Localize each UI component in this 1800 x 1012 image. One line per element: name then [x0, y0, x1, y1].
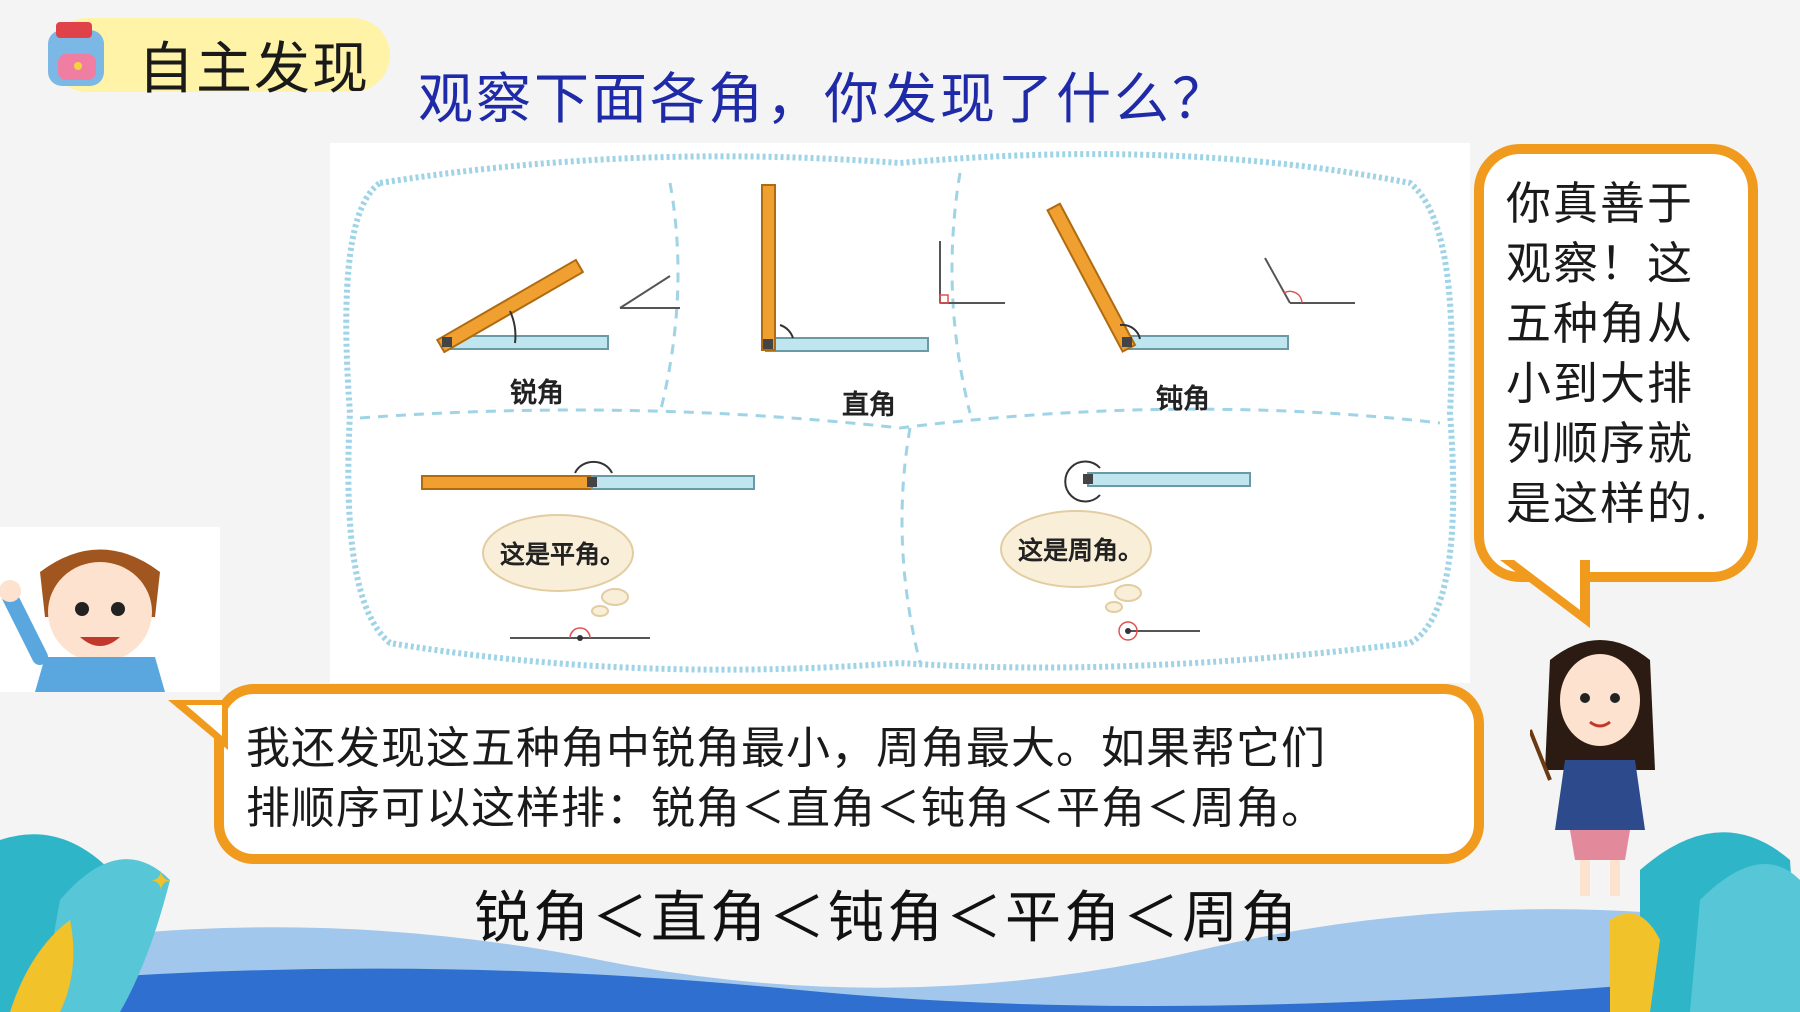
- angles-figure: 锐角 直角 钝角 这是平角。 这是周角。: [330, 143, 1470, 683]
- full-angle-label: 这是周角。: [1018, 536, 1144, 565]
- boy-character: [0, 527, 220, 692]
- right-angle-label: 直角: [842, 390, 896, 421]
- straight-angle-label: 这是平角。: [500, 540, 626, 569]
- acute-angle-label: 锐角: [510, 378, 564, 409]
- svg-text:✦: ✦: [150, 867, 172, 897]
- teacher-line: 你真善于: [1506, 177, 1695, 230]
- teacher-character: [1530, 640, 1655, 896]
- backpack-icon: [48, 22, 104, 86]
- right-angle-model: [761, 184, 1005, 352]
- teacher-line: 观察！这: [1506, 237, 1695, 290]
- boy-speech-line-1: 我还发现这五种角中锐角最小，周角最大。如果帮它们: [246, 723, 1326, 774]
- full-angle-model: [1000, 460, 1251, 641]
- teacher-speech-text: 你真善于 观察！这 五种角从 小到大排 列顺序就 是这样的.: [1506, 174, 1726, 534]
- acute-angle-model: [435, 258, 680, 354]
- obtuse-angle-label: 钝角: [1156, 384, 1210, 415]
- angle-order-formula: 锐角＜直角＜钝角＜平角＜周角: [474, 886, 1300, 951]
- boy-bubble-tail: [168, 700, 228, 750]
- boy-speech-line-2: 排顺序可以这样排：锐角＜直角＜钝角＜平角＜周角。: [246, 783, 1326, 834]
- teacher-line: 是这样的.: [1506, 477, 1711, 530]
- boy-speech-bubble: [214, 684, 1484, 864]
- teacher-line: 小到大排: [1506, 357, 1695, 410]
- obtuse-angle-model: [1046, 202, 1355, 353]
- teacher-line: 列顺序就: [1506, 417, 1695, 470]
- teacher-bubble-tail: [1500, 560, 1590, 628]
- section-title: 自主发现: [138, 37, 370, 102]
- angles-figure-drawing: [343, 151, 1457, 673]
- section-badge: [50, 18, 390, 92]
- straight-angle-model: [421, 460, 755, 641]
- teacher-line: 五种角从: [1506, 297, 1695, 350]
- question-title: 观察下面各角，你发现了什么？: [418, 67, 1231, 131]
- teacher-speech-bubble: [1474, 144, 1758, 582]
